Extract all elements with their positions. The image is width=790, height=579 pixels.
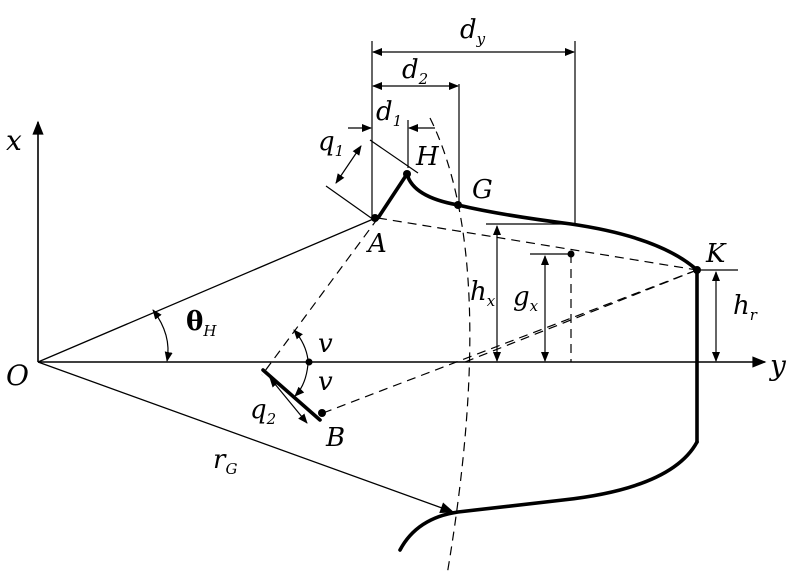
point-a-label: A	[366, 229, 387, 259]
label-v-upper: v	[318, 329, 333, 359]
dashed-lines	[261, 117, 698, 576]
point-k-label: K	[705, 239, 727, 269]
label-q1: q1	[318, 127, 344, 160]
point-a-dot	[371, 214, 379, 222]
angle-v-lower-arc	[294, 363, 309, 397]
points	[305, 170, 701, 417]
dim-q1	[335, 145, 362, 184]
line-o-to-h	[37, 216, 379, 363]
dimension-arrows	[152, 48, 720, 424]
point-k-dot	[693, 266, 701, 274]
point-b-dot	[318, 409, 326, 417]
point-b-label: B	[325, 423, 345, 453]
angle-v-upper-arc	[293, 329, 309, 361]
point-h-dot	[403, 170, 411, 178]
point-h-label: H	[415, 142, 440, 172]
label-d2: d2	[402, 55, 428, 88]
label-dy: dy	[460, 15, 486, 48]
point-g-dot	[454, 201, 462, 209]
point-g-label: G	[472, 175, 493, 205]
label-v-lower: v	[318, 367, 333, 397]
label-q2: q2	[250, 395, 276, 428]
label-rg: rG	[213, 445, 237, 478]
dim-q2	[269, 377, 308, 424]
labels: x y O H G A K B dy d2 d1 q1 q2 hx gx hr …	[6, 15, 787, 478]
x-axis-label: x	[6, 124, 22, 157]
label-d1: d1	[376, 97, 402, 130]
label-gx: gx	[513, 282, 539, 315]
angle-theta-arc	[152, 309, 173, 362]
label-theta: θH	[186, 307, 217, 340]
origin-label: O	[6, 359, 29, 392]
label-hx: hx	[470, 277, 496, 310]
gx-dot	[567, 250, 575, 258]
label-hr: hr	[733, 291, 758, 324]
y-axis-label: y	[768, 349, 787, 382]
reference-lines	[325, 41, 738, 271]
intersection-dot	[305, 358, 313, 366]
radius-rg-line	[37, 361, 455, 513]
